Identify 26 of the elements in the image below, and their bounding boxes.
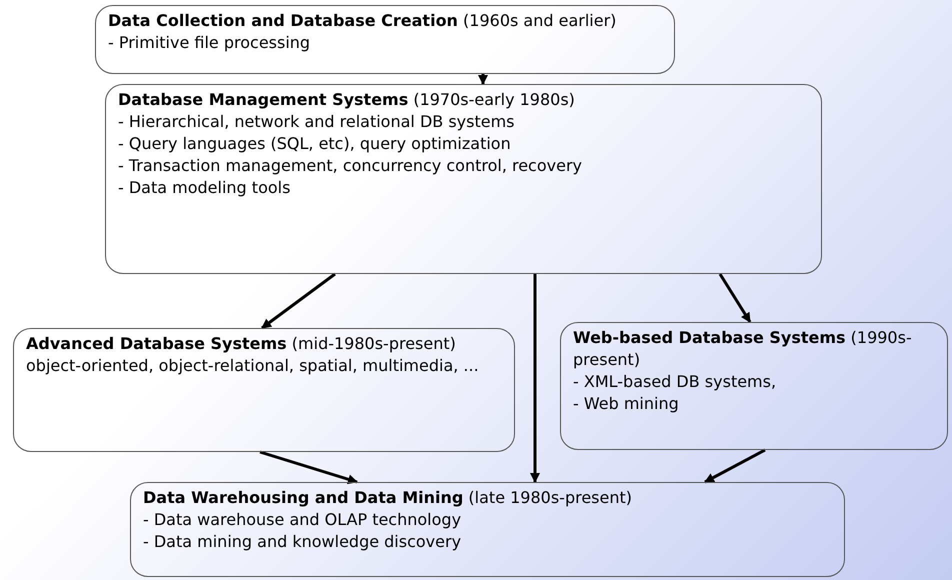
process-box: [95, 5, 675, 74]
box-heading: Advanced Database Systems (mid-1980s-present): [26, 333, 457, 355]
arrow: [478, 74, 488, 85]
box-text: - Data modeling tools: [118, 177, 292, 199]
box-text: - Data warehouse and OLAP technology: [143, 509, 462, 531]
box-heading: Database Management Systems (1970s-early 1980s): [118, 89, 576, 111]
arrow: [530, 274, 540, 483]
arrow: [260, 450, 358, 484]
box-heading: Data Collection and Database Creation (1960s and earlier): [108, 10, 618, 32]
arrow: [718, 273, 752, 323]
box-heading: Data Warehousing and Data Mining (late 1980s-present): [143, 487, 634, 509]
box-text: - Query languages (SQL, etc), query optimization: [118, 133, 512, 155]
box-text: - Primitive file processing: [108, 32, 312, 54]
box-text: - Hierarchical, network and relational DB systems: [118, 111, 516, 133]
box-text: - XML-based DB systems,: [573, 371, 778, 393]
process-box: [13, 328, 515, 452]
box-text: object-oriented, object-relational, spatial, multimedia, ...: [26, 355, 480, 377]
process-box: [130, 482, 845, 577]
box-text: - Data mining and knowledge discovery: [143, 531, 462, 553]
box-text: - Transaction management, concurrency control, recovery: [118, 155, 583, 177]
box-text: - Web mining: [573, 393, 680, 415]
box-heading: Web-based Database Systems (1990s-present): [573, 327, 913, 371]
arrow: [261, 272, 336, 330]
process-box: [105, 84, 822, 274]
arrow: [704, 448, 766, 484]
process-box: [560, 322, 948, 450]
